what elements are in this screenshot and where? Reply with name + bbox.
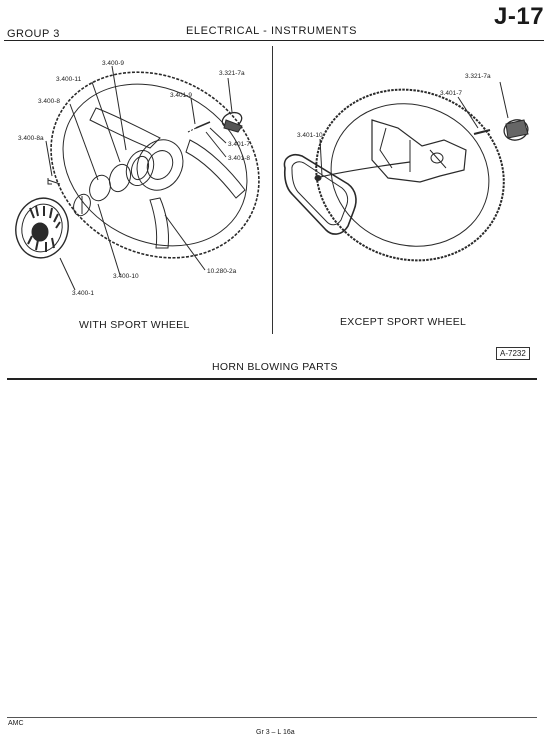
horn-pad bbox=[283, 153, 357, 235]
footer-page-code: Gr 3 – L 16a bbox=[256, 729, 295, 736]
contact-pin-right bbox=[473, 129, 491, 135]
sport-wheel-spoke-upper bbox=[89, 107, 161, 149]
callout-3-321-7a-right: 3.321-7a bbox=[465, 73, 491, 80]
sport-wheel-hub bbox=[136, 139, 184, 191]
header-rule bbox=[4, 40, 544, 41]
footer-brand: AMC bbox=[8, 720, 24, 727]
callout-3-400-11: 3.400-11 bbox=[56, 76, 82, 83]
footer-rule bbox=[7, 717, 537, 718]
spring-plate-11 bbox=[108, 163, 132, 193]
standard-wheel-hub bbox=[371, 119, 467, 183]
figure-divider bbox=[272, 46, 273, 334]
group-label: GROUP 3 bbox=[7, 28, 60, 40]
horn-cable bbox=[315, 161, 411, 179]
sport-wheel-spoke-right bbox=[185, 139, 246, 199]
sport-wheel-rim-inner bbox=[62, 83, 248, 247]
callout-3-400-10: 3.400-10 bbox=[113, 273, 139, 280]
contact-pin bbox=[195, 121, 211, 129]
standard-wheel-rim-outer bbox=[315, 88, 505, 262]
horn-ring-9 bbox=[125, 150, 155, 186]
page-number: J-17 bbox=[494, 3, 545, 30]
callout-3-400-8: 3.400-8 bbox=[38, 98, 60, 105]
sport-wheel-spoke-lower bbox=[149, 197, 169, 249]
cancelling-cam-right bbox=[503, 119, 529, 141]
callout-3-400-8a: 3.400-8a bbox=[18, 135, 44, 142]
sport-wheel-rim-outer bbox=[50, 71, 260, 259]
figure-bottom-rule bbox=[7, 378, 537, 380]
figure-title: HORN BLOWING PARTS bbox=[212, 361, 338, 373]
callout-3-401-10: 3.401-10 bbox=[297, 132, 323, 139]
callout-3-401-8: 3.401-8 bbox=[228, 155, 250, 162]
callout-3-401-7-right: 3.401-7 bbox=[440, 90, 462, 97]
figure-reference: A-7232 bbox=[496, 347, 530, 360]
section-title: ELECTRICAL - INSTRUMENTS bbox=[186, 25, 358, 37]
contact-plate-8 bbox=[89, 174, 111, 202]
horn-button bbox=[15, 197, 69, 259]
caption-with-sport-wheel: WITH SPORT WHEEL bbox=[79, 319, 190, 331]
callout-3-401-9: 3.401-9 bbox=[170, 92, 192, 99]
callout-3-400-1: 3.400-1 bbox=[72, 290, 94, 297]
callout-3-400-9: 3.400-9 bbox=[102, 60, 124, 67]
caption-except-sport-wheel: EXCEPT SPORT WHEEL bbox=[340, 316, 467, 328]
callout-10-280-2a: 10.280-2a bbox=[207, 268, 237, 275]
screw-8a bbox=[47, 178, 61, 185]
standard-wheel-rim-inner bbox=[330, 103, 490, 247]
callout-3-401-7-left: 3.401-7 bbox=[228, 141, 250, 148]
callout-3-321-7a-left: 3.321-7a bbox=[219, 70, 245, 77]
retainer-10 bbox=[73, 193, 91, 217]
